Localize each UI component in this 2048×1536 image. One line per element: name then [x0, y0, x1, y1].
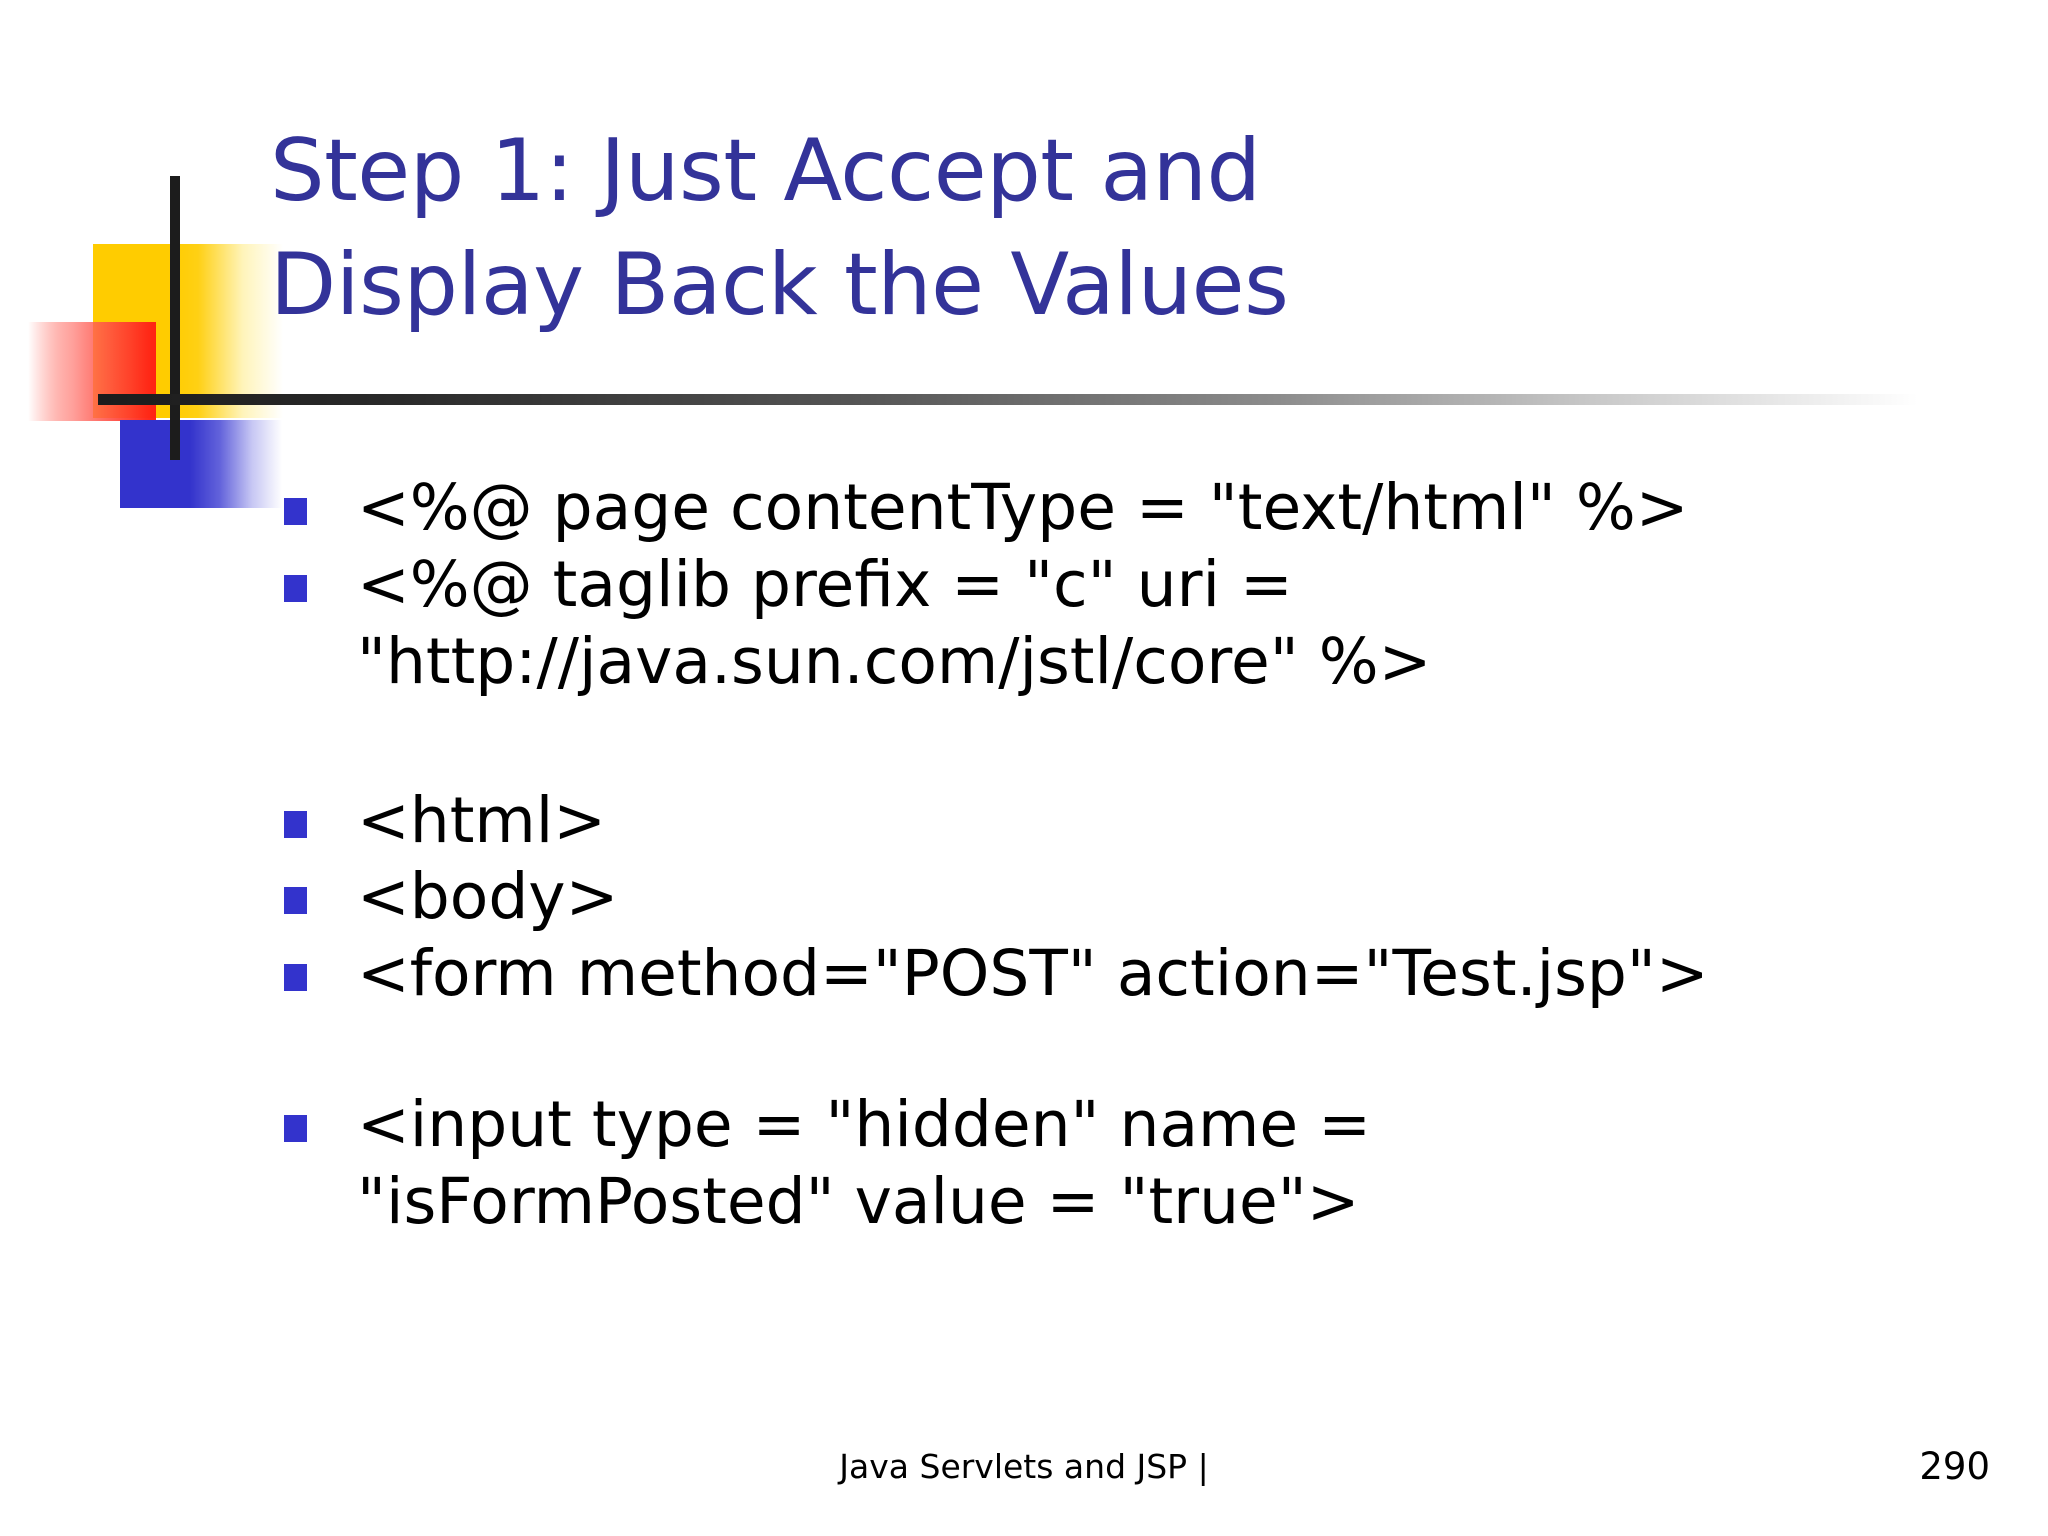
list-item-label: <%@ taglib prefix = "c" uri = "http://ja… [357, 547, 1432, 698]
page-title: Step 1: Just Accept and Display Back the… [270, 120, 1289, 335]
bullet-square-icon [284, 1115, 307, 1143]
list-spacer [280, 1013, 1940, 1087]
list-item-label: <form method="POST" action="Test.jsp"> [357, 937, 1709, 1011]
bullet-square-icon [284, 498, 307, 525]
list-item: <body> [280, 859, 1940, 936]
logo-yellow-square [93, 244, 283, 418]
list-item-label: <body> [357, 860, 619, 934]
logo-vertical-rule [170, 176, 180, 460]
logo-red-square-overlay [28, 322, 156, 421]
bullet-square-icon [284, 574, 307, 602]
title-horizontal-rule [98, 394, 1918, 405]
list-item: <form method="POST" action="Test.jsp"> [280, 936, 1940, 1013]
bullet-square-icon [284, 810, 307, 838]
list-spacer [280, 701, 1940, 783]
bullet-square-icon [284, 964, 307, 992]
list-item: <input type = "hidden" name = "isFormPos… [280, 1087, 1940, 1241]
bullet-list: <%@ page contentType = "text/html" %> <%… [280, 470, 1940, 1241]
list-item-label: <input type = "hidden" name = "isFormPos… [357, 1088, 1371, 1239]
list-item-label: <html> [357, 783, 607, 857]
list-item: <%@ taglib prefix = "c" uri = "http://ja… [280, 547, 1940, 701]
logo-blue-square [120, 420, 282, 508]
list-item: <%@ page contentType = "text/html" %> [280, 470, 1940, 547]
logo-red-square [28, 322, 156, 421]
footer-text: Java Servlets and JSP | [839, 1447, 1209, 1486]
bullet-square-icon [284, 887, 307, 915]
list-item: <html> [280, 783, 1940, 860]
page-number: 290 [1919, 1445, 1990, 1488]
list-item-label: <%@ page contentType = "text/html" %> [357, 471, 1689, 544]
